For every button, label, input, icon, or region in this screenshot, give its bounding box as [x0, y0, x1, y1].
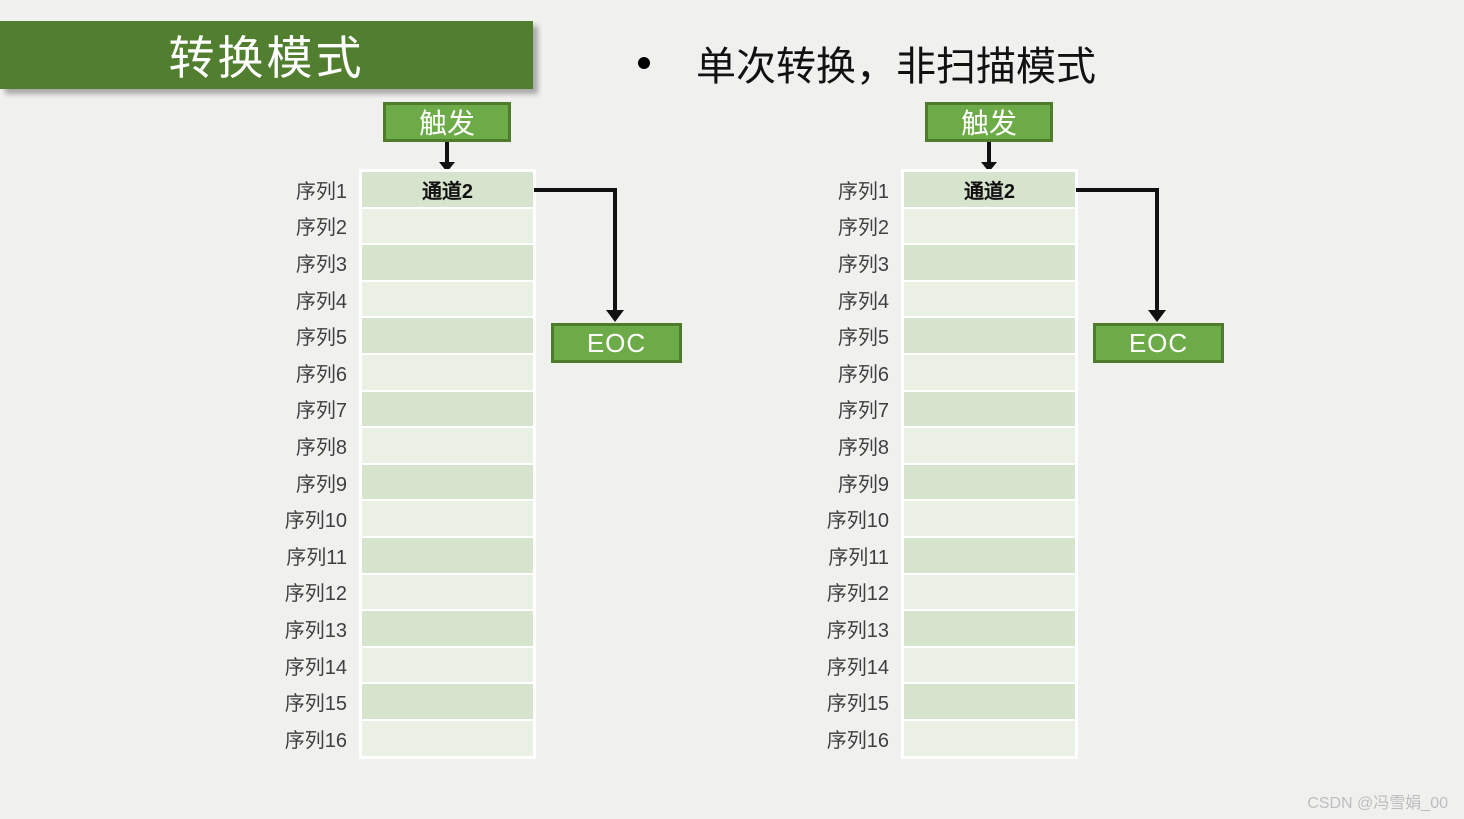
arrow-down-icon [606, 310, 624, 322]
table-row [904, 537, 1075, 573]
table-row [362, 354, 533, 390]
table-row [904, 318, 1075, 353]
watermark: CSDN @冯雪娟_00 [1307, 795, 1448, 812]
trigger-box: 触发 [925, 102, 1053, 142]
table-row [904, 245, 1075, 280]
sequence-label: 序列7 [837, 400, 889, 423]
sequence-label: 序列15 [284, 693, 347, 716]
sequence-label: 序列12 [284, 583, 347, 606]
sequence-label: 序列2 [837, 217, 889, 240]
sequence-label: 序列16 [284, 729, 347, 752]
eoc-label: EOC [586, 327, 647, 358]
sequence-label: 序列9 [295, 473, 347, 496]
sequence-label: 序列10 [826, 510, 889, 533]
sequence-label: 序列9 [837, 473, 889, 496]
sequence-label: 序列14 [284, 656, 347, 679]
table-row: 通道2 [362, 172, 533, 207]
trigger-box: 触发 [383, 102, 511, 142]
table-row [904, 684, 1075, 719]
sequence-label: 序列5 [295, 327, 347, 350]
table-row [362, 574, 533, 610]
table-row [362, 720, 533, 756]
eoc-box: EOC [1093, 323, 1224, 363]
table-row [904, 428, 1075, 463]
table-row [362, 281, 533, 317]
table-row [904, 574, 1075, 610]
sequence-label: 序列7 [295, 400, 347, 423]
sequence-label: 序列6 [837, 363, 889, 386]
table-row [362, 428, 533, 463]
elbow-arrow-horizontal [534, 188, 617, 192]
channel-cell: 通道2 [421, 180, 474, 203]
sequence-label: 序列10 [284, 510, 347, 533]
table-row [904, 208, 1075, 244]
table-row [904, 281, 1075, 317]
table-row [362, 647, 533, 683]
sequence-label: 序列6 [295, 363, 347, 386]
trigger-label: 触发 [960, 108, 1017, 139]
table-row [904, 647, 1075, 683]
table-row [362, 501, 533, 536]
sequence-labels-column: 序列1 序列2 序列3 序列4 序列5 序列6 序列7 序列8 序列9 序列10 序列11 序列12 序… [240, 172, 347, 756]
sequence-label: 序列5 [837, 327, 889, 350]
table-row [362, 318, 533, 353]
sequence-label: 序列1 [295, 180, 347, 203]
channel-cell: 通道2 [963, 180, 1016, 203]
table-row [904, 354, 1075, 390]
trigger-arrow-line [987, 142, 991, 163]
eoc-label: EOC [1128, 327, 1189, 358]
sequence-label: 序列1 [837, 180, 889, 203]
table-row [362, 208, 533, 244]
sequence-label: 序列8 [295, 436, 347, 459]
elbow-arrow-horizontal [1076, 188, 1159, 192]
table-row: 通道2 [904, 172, 1075, 207]
bullet-icon [638, 57, 650, 69]
table-row [362, 245, 533, 280]
arrow-down-icon [981, 162, 997, 172]
arrow-down-icon [439, 162, 455, 172]
sequence-label: 序列12 [826, 583, 889, 606]
sequence-label: 序列15 [826, 693, 889, 716]
bullet-text: 单次转换，非扫描模式 [696, 45, 1096, 89]
title-banner: 转换模式 [0, 21, 533, 89]
sequence-label: 序列13 [826, 619, 889, 642]
sequence-label: 序列3 [837, 253, 889, 276]
table-row [362, 464, 533, 500]
eoc-box: EOC [551, 323, 682, 363]
table-row [904, 720, 1075, 756]
table-row [362, 391, 533, 427]
table-row [904, 611, 1075, 646]
sequence-label: 序列8 [837, 436, 889, 459]
trigger-arrow-line [445, 142, 449, 163]
table-row [904, 391, 1075, 427]
sequence-label: 序列13 [284, 619, 347, 642]
sequence-label: 序列11 [828, 546, 889, 569]
elbow-arrow-vertical [613, 188, 617, 311]
sequence-label: 序列4 [837, 290, 889, 313]
elbow-arrow-vertical [1155, 188, 1159, 311]
table-row [362, 611, 533, 646]
sequence-table: 通道2 [901, 169, 1078, 759]
table-row [362, 684, 533, 719]
arrow-down-icon [1148, 310, 1166, 322]
sequence-label: 序列16 [826, 729, 889, 752]
sequence-table: 通道2 [359, 169, 536, 759]
table-row [362, 537, 533, 573]
sequence-label: 序列2 [295, 217, 347, 240]
bullet-item: 单次转换，非扫描模式 [638, 34, 1096, 92]
sequence-label: 序列4 [295, 290, 347, 313]
sequence-labels-column: 序列1 序列2 序列3 序列4 序列5 序列6 序列7 序列8 序列9 序列10 序列11 序列12 序… [782, 172, 889, 756]
table-row [904, 464, 1075, 500]
sequence-label: 序列3 [295, 253, 347, 276]
page-title: 转换模式 [168, 32, 365, 84]
trigger-label: 触发 [418, 108, 475, 139]
sequence-label: 序列11 [286, 546, 347, 569]
sequence-label: 序列14 [826, 656, 889, 679]
table-row [904, 501, 1075, 536]
